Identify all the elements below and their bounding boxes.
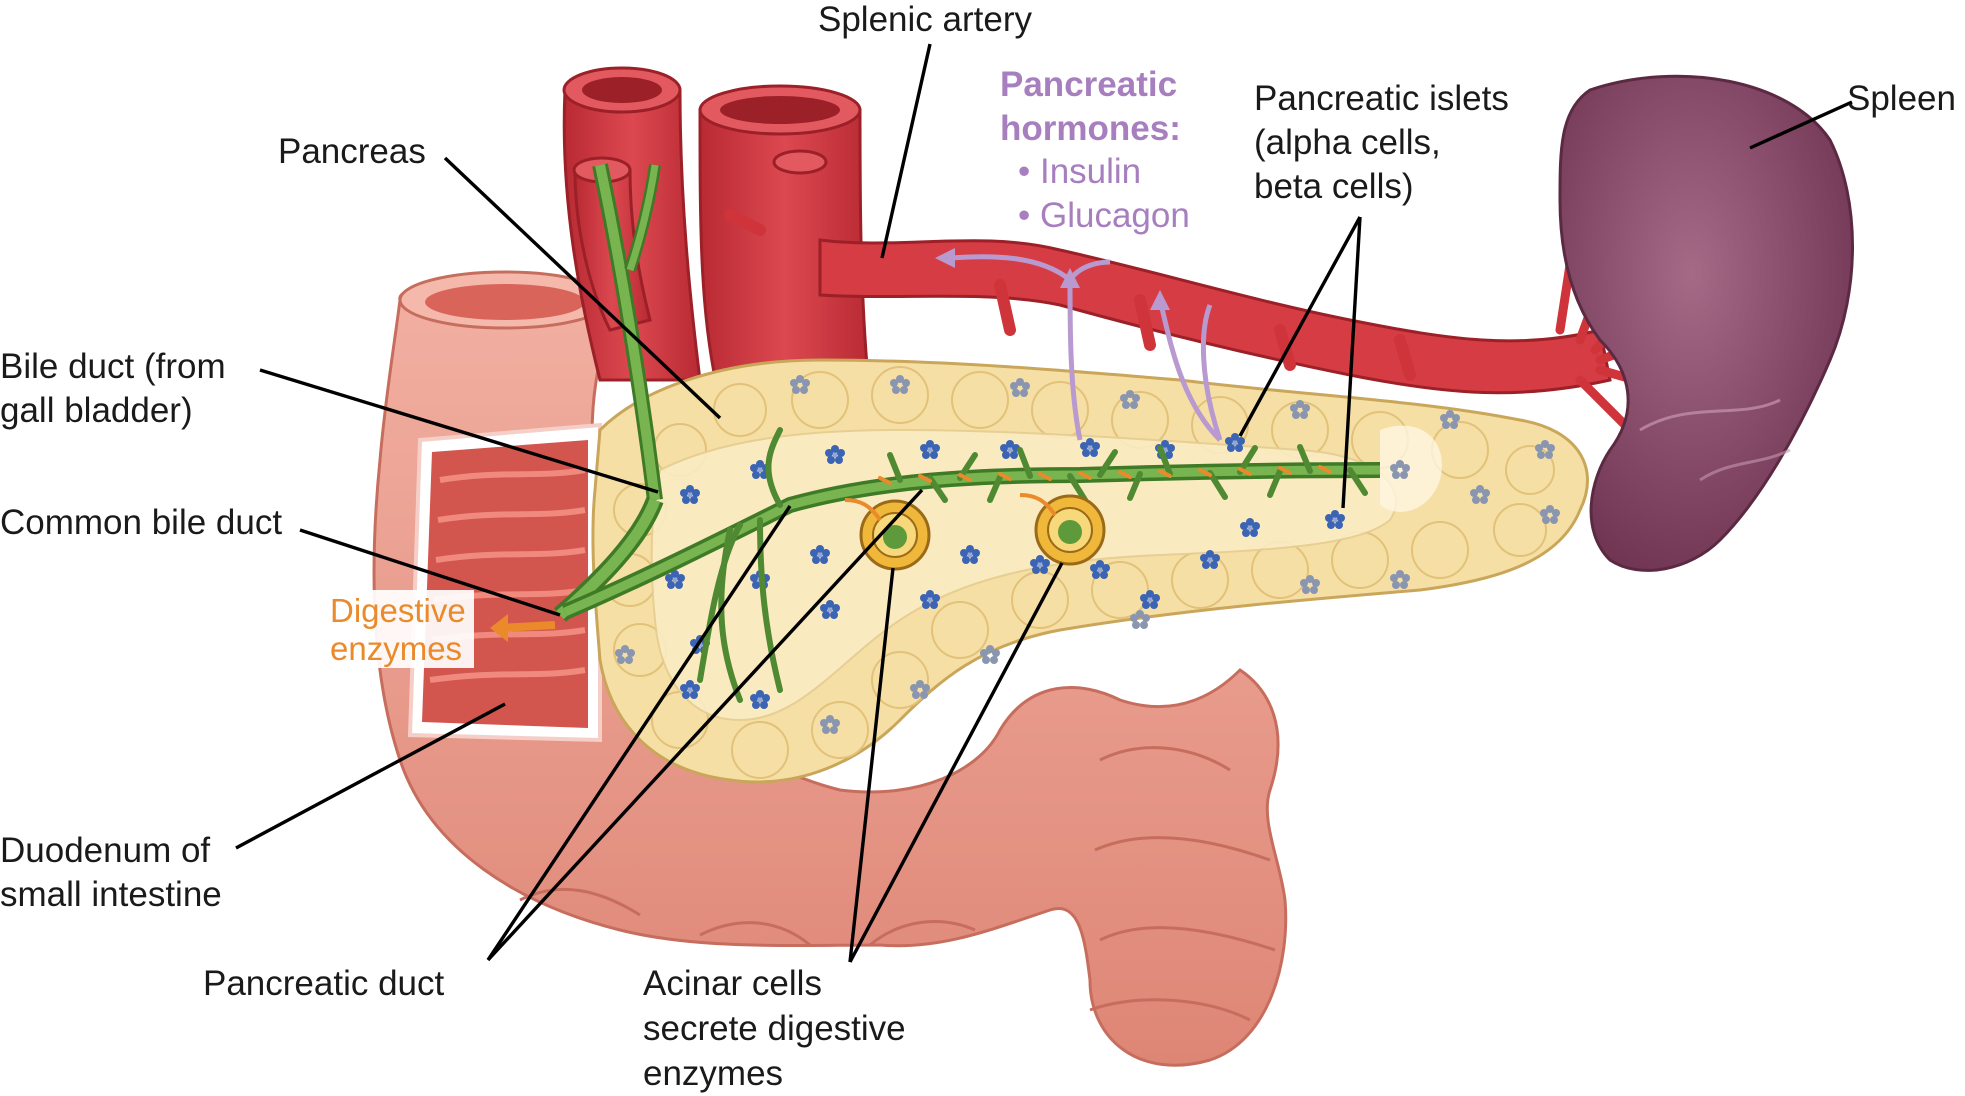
label-pancreatic-duct: Pancreatic duct (203, 964, 445, 1003)
label-digestive-enzymes-2: enzymes (330, 630, 462, 667)
label-hormones-title-1: Pancreatic (1000, 65, 1177, 104)
spleen (1558, 74, 1854, 572)
hormone-arrows (949, 254, 1223, 442)
label-hormones-title-2: hormones: (1000, 109, 1181, 148)
label-hormone-glucagon: • Glucagon (1018, 196, 1190, 235)
leader-lines (235, 43, 1853, 963)
digestive-enzymes-arrow (318, 590, 556, 668)
label-hormone-insulin: • Insulin (1018, 152, 1141, 191)
label-duodenum-1: Duodenum of (0, 831, 210, 870)
ducts (554, 163, 1381, 703)
label-spleen: Spleen (1847, 79, 1956, 118)
label-common-bile-duct: Common bile duct (0, 503, 282, 542)
label-digestive-enzymes-1: Digestive (330, 592, 466, 629)
label-bile-duct-1: Bile duct (from (0, 347, 226, 386)
duodenum (372, 270, 1288, 1067)
label-bile-duct-2: gall bladder) (0, 391, 193, 430)
label-acinar-3: enzymes (643, 1054, 783, 1093)
arteries (562, 66, 1685, 445)
label-duodenum-2: small intestine (0, 875, 222, 914)
label-acinar-1: Acinar cells (643, 964, 822, 1003)
label-acinar-2: secrete digestive (643, 1009, 906, 1048)
label-pancreatic-islets-3: beta cells) (1254, 167, 1414, 206)
label-pancreatic-islets-2: (alpha cells, (1254, 123, 1441, 162)
label-pancreatic-islets-1: Pancreatic islets (1254, 79, 1509, 118)
label-pancreas: Pancreas (278, 132, 426, 171)
acinar-cells (844, 493, 1106, 571)
label-splenic-artery: Splenic artery (818, 0, 1032, 39)
